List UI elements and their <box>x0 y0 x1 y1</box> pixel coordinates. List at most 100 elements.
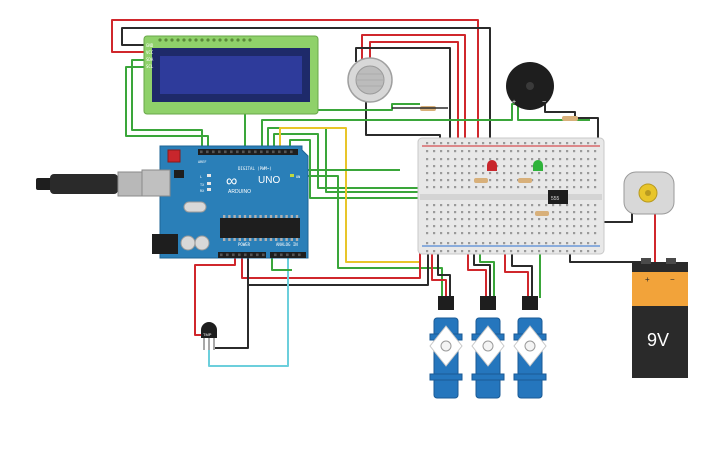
header-pin[interactable] <box>250 253 253 257</box>
lcd-display[interactable]: GND VCC SDA SCL <box>143 35 319 115</box>
header-pin[interactable] <box>256 253 259 257</box>
header-pin[interactable] <box>292 253 295 257</box>
header-pin[interactable] <box>226 253 229 257</box>
lcd-screen <box>160 56 302 94</box>
servo-connector <box>438 296 454 310</box>
wire-arduino-5v[interactable] <box>241 245 421 279</box>
buzzer-minus-label: − <box>542 99 546 106</box>
resistor-ic[interactable] <box>535 211 549 216</box>
wire-tmp-gnd[interactable] <box>215 258 249 349</box>
arduino-uno[interactable]: AREF DIGITAL (PWM~) ∞ ARDUINO UNO ON TX … <box>36 145 309 259</box>
header-pin[interactable] <box>274 253 277 257</box>
header-pin[interactable] <box>238 253 241 257</box>
usb-port <box>141 169 171 197</box>
wire-lcd-vcc[interactable] <box>111 19 479 150</box>
header-pin[interactable] <box>262 253 265 257</box>
wire-gas-vcc-2[interactable] <box>369 41 459 150</box>
ic-chip-label: 555 <box>551 196 560 202</box>
buzzer-plus-label: + <box>512 99 516 106</box>
wire-green-d10[interactable] <box>273 133 470 189</box>
usb-cable <box>50 174 118 194</box>
wire-green-a1[interactable] <box>271 258 292 271</box>
battery-minus-label: − <box>670 275 675 284</box>
reset-button[interactable] <box>167 149 181 163</box>
wire-buzzer-neg[interactable] <box>544 104 576 118</box>
digital-pin[interactable] <box>266 150 269 154</box>
wire-servo-red-2[interactable] <box>467 245 487 298</box>
servo-shaft <box>482 340 494 352</box>
wire-lcd-scl[interactable] <box>125 66 209 152</box>
servo-motor-3[interactable] <box>513 296 547 399</box>
wire-lcd-gnd[interactable] <box>121 27 491 150</box>
digital-pins[interactable] <box>200 150 293 154</box>
servo-connector <box>522 296 538 310</box>
digital-pin[interactable] <box>242 150 245 154</box>
bottom-pins[interactable] <box>220 253 301 257</box>
atmega-chip <box>220 218 300 238</box>
digital-pin[interactable] <box>230 150 233 154</box>
wire-green-d9[interactable] <box>289 139 470 199</box>
crystal <box>183 201 207 213</box>
digital-pin[interactable] <box>224 150 227 154</box>
wire-tmp-vcc[interactable] <box>194 258 236 336</box>
breadboard[interactable]: 555 <box>417 137 605 255</box>
wire-green-d13[interactable] <box>244 103 420 152</box>
header-pin[interactable] <box>232 253 235 257</box>
header-pin[interactable] <box>298 253 301 257</box>
digital-pin[interactable] <box>254 150 257 154</box>
led-l <box>207 174 211 177</box>
header-pin[interactable] <box>286 253 289 257</box>
wire-servo-black-2[interactable] <box>473 245 491 298</box>
digital-pin[interactable] <box>284 150 287 154</box>
wire-servo-red-1[interactable] <box>431 245 447 298</box>
header-pin[interactable] <box>220 253 223 257</box>
wire-tmp-out[interactable] <box>208 258 289 367</box>
resistor-buzzer[interactable] <box>562 116 578 121</box>
digital-pin[interactable] <box>290 150 293 154</box>
digital-pin[interactable] <box>200 150 203 154</box>
analog-header-label: ANALOG IN <box>276 242 298 247</box>
servo-flange <box>429 373 463 381</box>
temperature-sensor[interactable]: TMP <box>201 322 217 350</box>
wire-yellow-1[interactable] <box>279 127 420 263</box>
wire-gas-gnd[interactable] <box>355 47 451 150</box>
battery-9v[interactable]: + − 9V <box>632 258 688 378</box>
digital-pin[interactable] <box>278 150 281 154</box>
wire-arduino-side[interactable] <box>298 154 400 171</box>
digital-pin[interactable] <box>236 150 239 154</box>
header-pin[interactable] <box>280 253 283 257</box>
wire-servo-black-1[interactable] <box>437 245 451 298</box>
led-red[interactable] <box>487 160 497 171</box>
ic-chip[interactable] <box>548 190 568 204</box>
wire-lcd-sda[interactable] <box>131 59 203 152</box>
gas-sensor[interactable] <box>347 57 448 111</box>
digital-pin[interactable] <box>260 150 263 154</box>
lcd-pin-scl: SCL <box>146 64 154 69</box>
digital-header-label: DIGITAL (PWM~) <box>238 166 272 171</box>
digital-pin[interactable] <box>212 150 215 154</box>
power-header <box>218 252 266 258</box>
led-green[interactable] <box>533 160 543 171</box>
digital-pin[interactable] <box>248 150 251 154</box>
digital-pin[interactable] <box>218 150 221 154</box>
wire-servo-black-3[interactable] <box>511 245 533 298</box>
servo-motor-1[interactable] <box>429 296 463 399</box>
buzzer[interactable]: + − <box>506 62 578 121</box>
on-label: ON <box>296 175 300 179</box>
dc-motor[interactable] <box>623 171 675 215</box>
resistor-green-led[interactable] <box>518 178 532 183</box>
lcd-pin-gnd: GND <box>146 43 154 48</box>
capacitor-1 <box>180 235 196 251</box>
resistor-red-led[interactable] <box>474 178 488 183</box>
digital-pin[interactable] <box>272 150 275 154</box>
buzzer-hole <box>526 82 534 90</box>
battery-plus-label: + <box>645 275 650 284</box>
led-tx <box>207 182 211 185</box>
digital-pin[interactable] <box>206 150 209 154</box>
servo-motor-2[interactable] <box>471 296 505 399</box>
arduino-logo-icon: ∞ <box>226 173 237 190</box>
header-pin[interactable] <box>244 253 247 257</box>
arduino-brand: ARDUINO <box>228 189 251 195</box>
lcd-pin-vcc: VCC <box>146 50 154 55</box>
wire-servo-red-3[interactable] <box>504 245 529 298</box>
